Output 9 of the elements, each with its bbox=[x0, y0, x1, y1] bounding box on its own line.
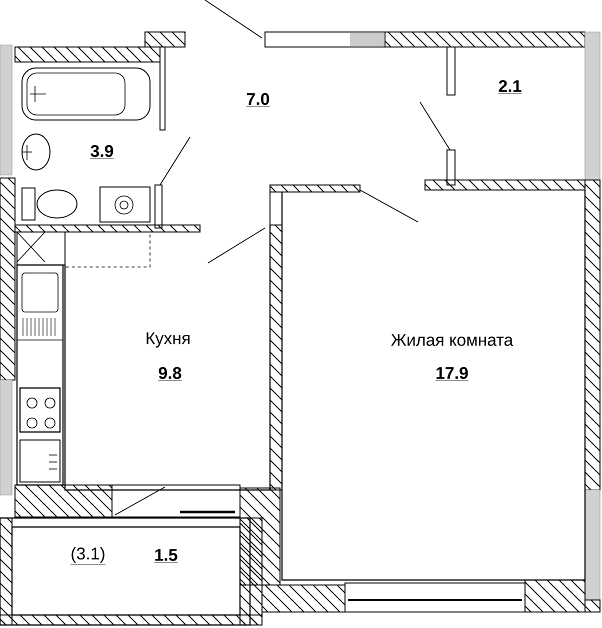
area-label: (3.1) bbox=[70, 547, 106, 564]
area-label: 3.9 bbox=[90, 145, 114, 159]
area-label: 1.5 bbox=[154, 549, 178, 562]
area-label: 7.0 bbox=[246, 93, 270, 107]
room-name: Кухня bbox=[146, 332, 190, 348]
area-label: 17.9 bbox=[435, 367, 469, 381]
area-label: 2.1 bbox=[498, 80, 522, 94]
area-label: 9.8 bbox=[158, 367, 182, 381]
room-name: Жилая комната bbox=[391, 334, 514, 346]
